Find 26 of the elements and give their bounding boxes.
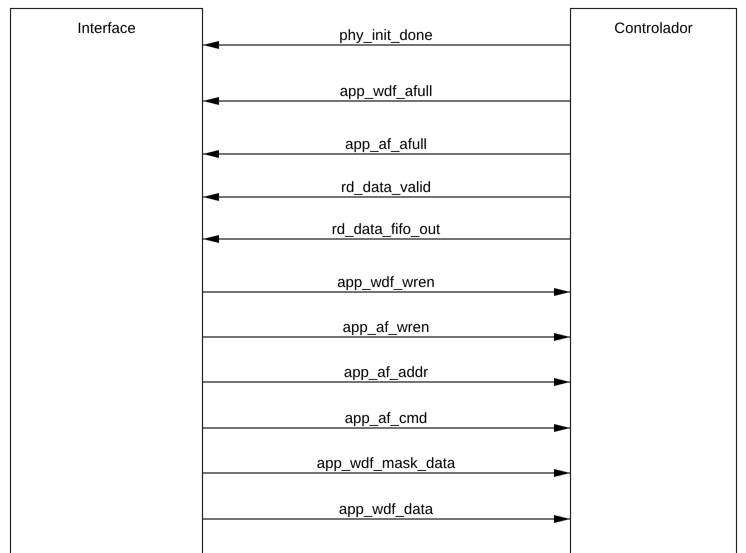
signal-name: rd_data_valid [340, 179, 432, 196]
signal-arrow [202, 515, 570, 523]
block-label: Interface [77, 20, 136, 37]
signal-name: app_wdf_wren [337, 274, 435, 291]
block-box [570, 8, 737, 553]
signal-arrow [202, 288, 570, 296]
signal-arrow [202, 469, 570, 477]
signal-name: app_af_wren [342, 319, 430, 336]
signal-arrow [202, 333, 570, 341]
signal-arrow [202, 97, 570, 105]
block-box [10, 8, 203, 553]
signal-arrow [202, 235, 570, 243]
signal-name: rd_data_fifo_out [332, 221, 440, 238]
signal-name: app_af_cmd [344, 410, 428, 427]
signal-name: app_af_addr [344, 364, 428, 381]
signal-name: app_wdf_afull [340, 83, 432, 100]
signal-arrow [202, 378, 570, 386]
signal-arrow [202, 424, 570, 432]
signal-name: app_wdf_data [338, 501, 434, 518]
block-label: Controlador [614, 20, 693, 37]
signal-arrow [202, 150, 570, 158]
signal-name: phy_init_done [339, 27, 433, 44]
signal-name: app_wdf_mask_data [316, 455, 456, 472]
signal-arrow [202, 41, 570, 49]
signal-name: app_af_afull [345, 136, 427, 153]
signal-arrow [202, 193, 570, 201]
